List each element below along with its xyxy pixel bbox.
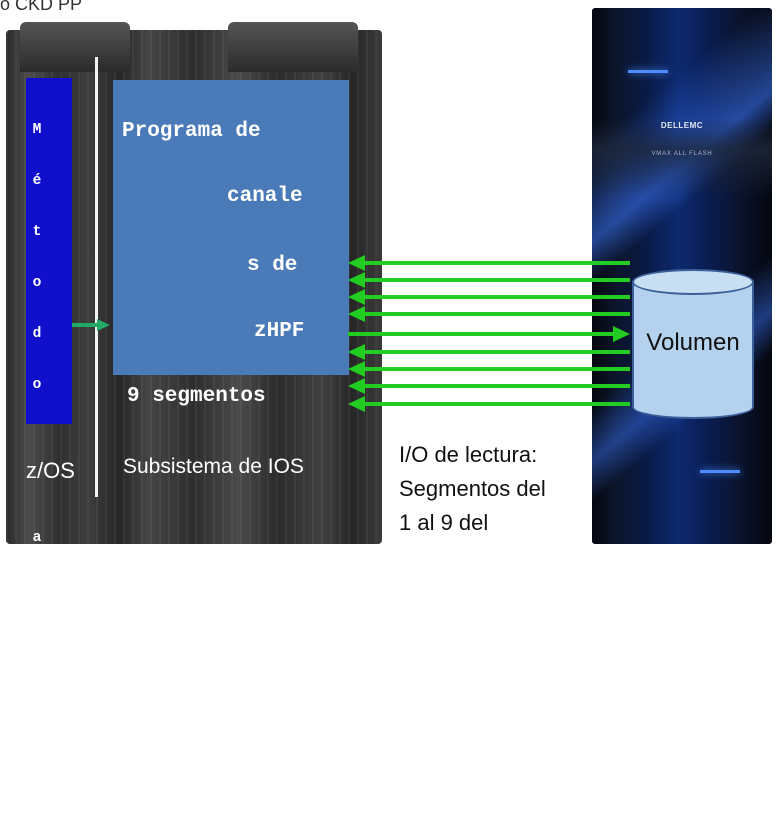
storage-led bbox=[628, 70, 668, 73]
caption-line: I/O de lectura: bbox=[399, 442, 538, 467]
caption-line: Segmentos del bbox=[399, 476, 546, 501]
access-letter: c bbox=[32, 632, 42, 648]
mainframe-top-right bbox=[228, 22, 358, 72]
arrowhead bbox=[348, 378, 365, 394]
access-letter: e bbox=[32, 683, 42, 699]
caption-line: 1 al 9 del bbox=[399, 510, 489, 535]
access-letter: c bbox=[32, 581, 42, 597]
read-io-caption: I/O de lectura: Segmentos del 1 al 9 del bbox=[399, 438, 546, 540]
zos-label: z/OS bbox=[26, 458, 75, 483]
access-method-bar bbox=[26, 78, 72, 424]
storage-model: VMAX ALL FLASH bbox=[651, 151, 713, 157]
access-letter: o bbox=[32, 275, 42, 291]
arrowhead bbox=[348, 272, 365, 288]
program-line: zHPF bbox=[254, 320, 305, 343]
program-line: canale bbox=[227, 185, 303, 208]
access-letter: s bbox=[32, 734, 42, 750]
arrowhead bbox=[348, 289, 365, 305]
storage-band bbox=[592, 118, 772, 198]
arrowhead bbox=[348, 344, 365, 360]
arrowhead bbox=[348, 396, 365, 412]
arrowhead bbox=[613, 326, 630, 342]
volume-label: Volumen bbox=[646, 329, 740, 356]
access-letter: é bbox=[32, 173, 42, 189]
program-line: s de bbox=[247, 254, 298, 277]
arrowhead bbox=[348, 361, 365, 377]
program-line: Programa de bbox=[122, 120, 261, 143]
program-line: 9 segmentos bbox=[127, 385, 266, 408]
top-caption: o CKD PP bbox=[0, 0, 83, 14]
arrowhead bbox=[97, 319, 110, 331]
access-letter: a bbox=[32, 530, 42, 546]
arrowhead bbox=[348, 255, 365, 271]
volume-cylinder bbox=[632, 281, 754, 407]
transfer-arrows bbox=[72, 255, 630, 412]
access-letter: M bbox=[32, 122, 42, 138]
access-letter: o bbox=[32, 785, 42, 801]
volume-cylinder-top bbox=[632, 269, 754, 295]
mainframe-top-left bbox=[20, 22, 130, 72]
ios-subsystem-label: Subsistema de IOS bbox=[123, 455, 304, 478]
access-letter: d bbox=[32, 326, 42, 342]
arrowhead bbox=[348, 306, 365, 322]
channel-program-box bbox=[113, 80, 349, 375]
zos-divider-line bbox=[95, 57, 98, 497]
storage-led bbox=[700, 470, 740, 473]
storage-brand: DELLEMC bbox=[660, 121, 704, 130]
access-letter: t bbox=[32, 224, 42, 240]
access-letter: o bbox=[32, 377, 42, 393]
